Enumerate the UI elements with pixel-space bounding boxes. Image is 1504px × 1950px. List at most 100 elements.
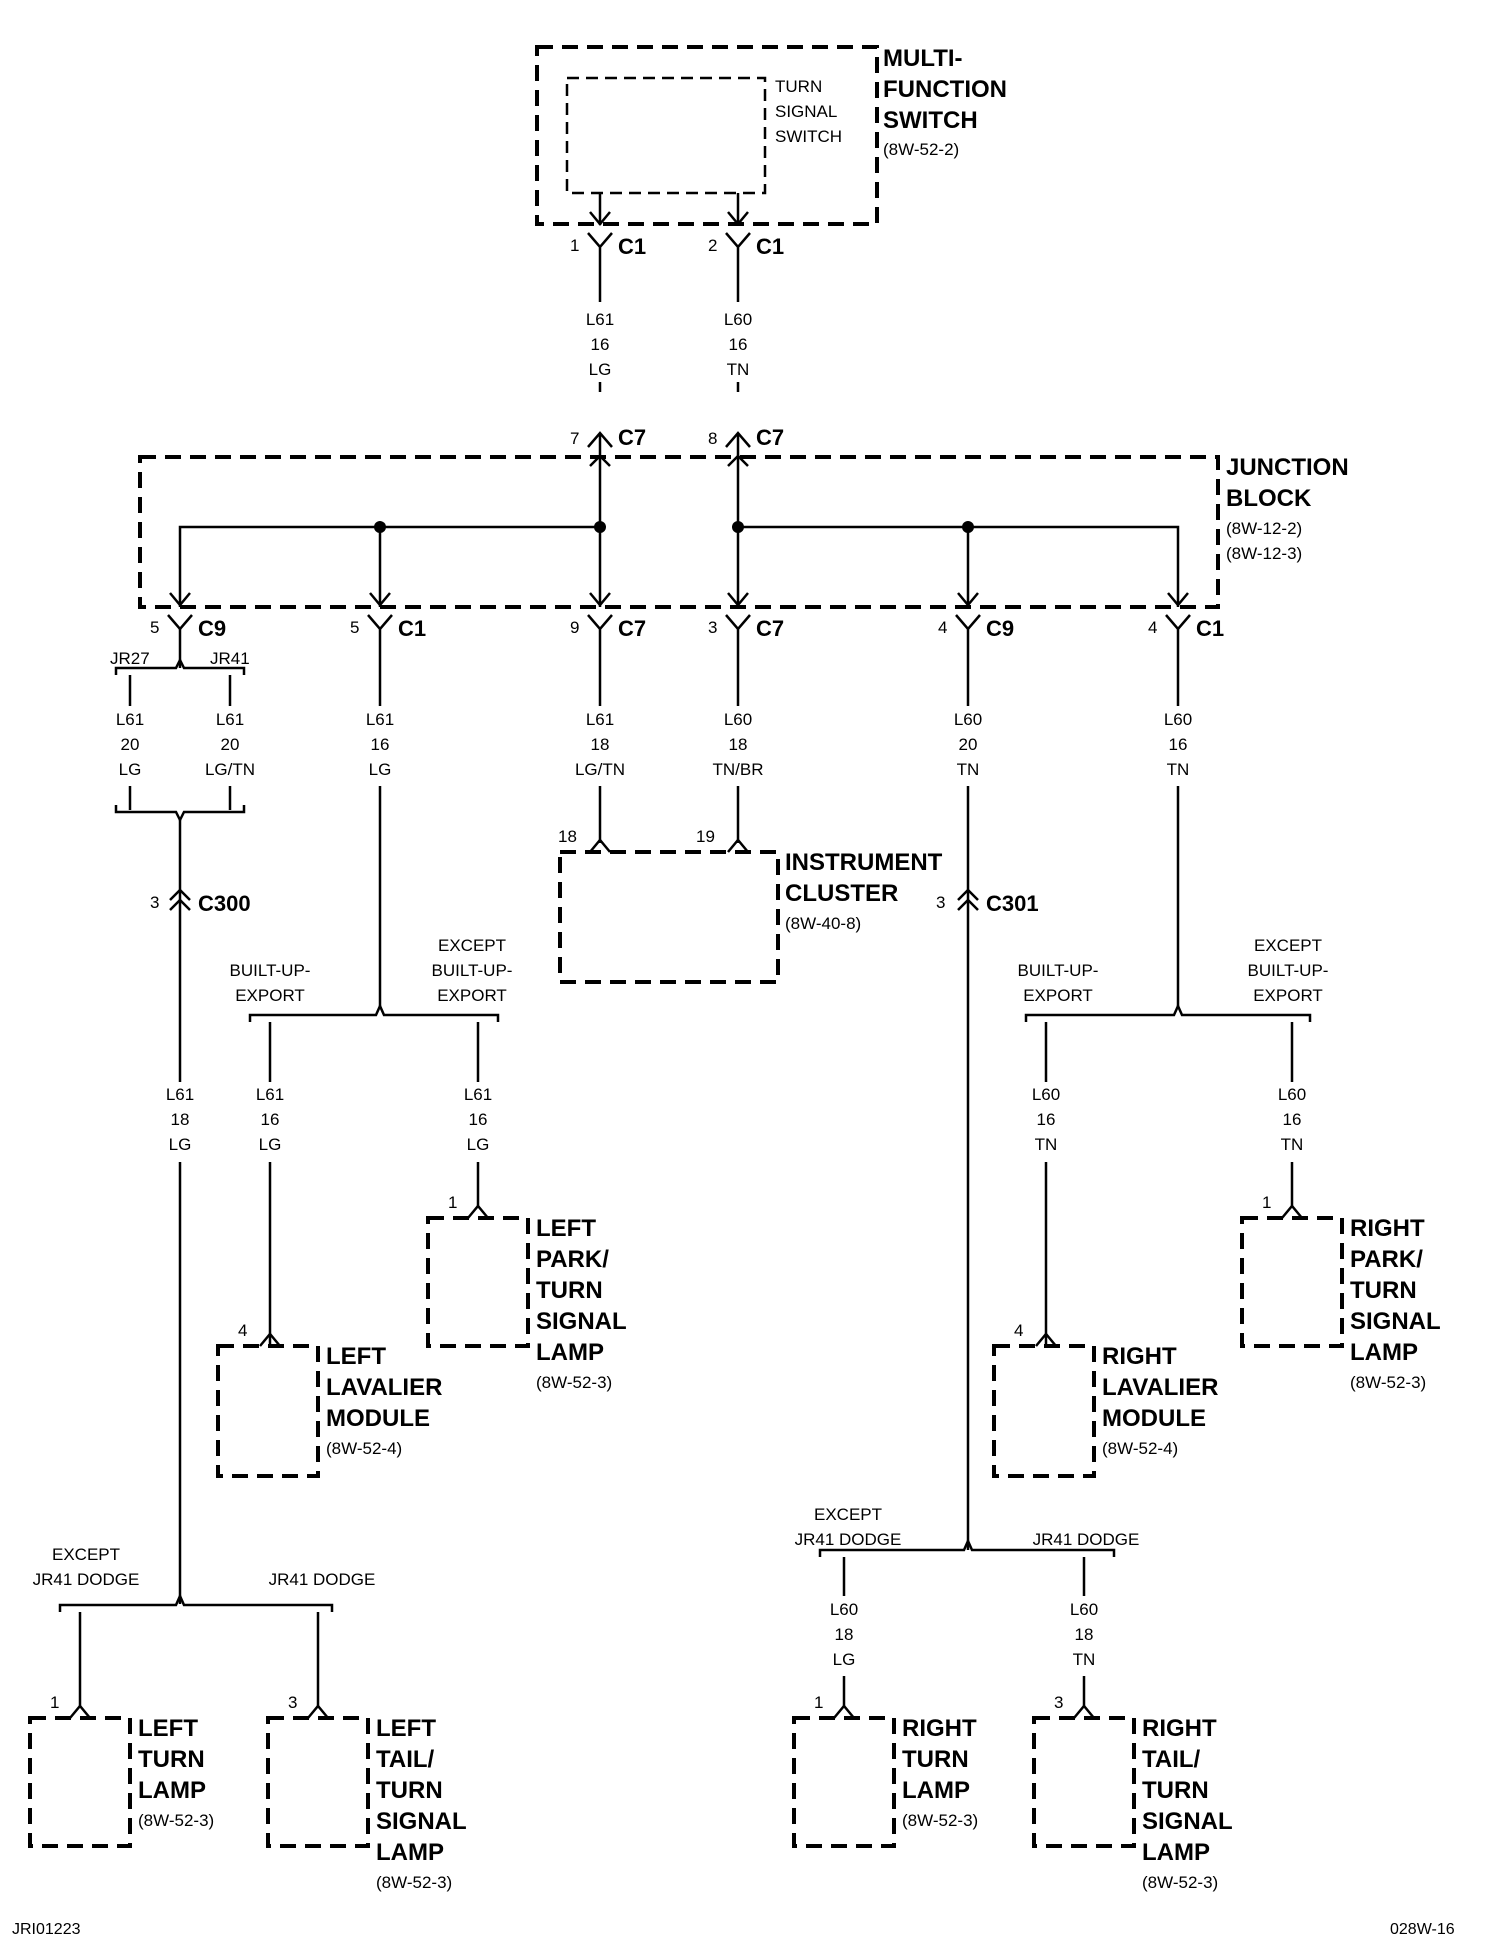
lpark-name-1: LEFT (536, 1215, 596, 1242)
tss-name-3: SWITCH (775, 127, 842, 146)
left-dodge-option: JR41 DODGE (269, 1570, 376, 1589)
wire-w10-gauge: 18 (171, 1110, 190, 1129)
jb-c1-pin5: 5 (350, 618, 359, 637)
wire-w14-color: TN (1281, 1135, 1304, 1154)
wire-w16-gauge: 18 (1075, 1625, 1094, 1644)
right-option-export-2: EXPORT (1023, 986, 1093, 1005)
ltail-name-5: LAMP (376, 1839, 444, 1866)
left-export-split (248, 1002, 500, 1346)
jb-c7-pin3: 3 (708, 618, 717, 637)
lturn-pin: 1 (50, 1693, 59, 1712)
wire-w4-gauge: 20 (221, 735, 240, 754)
wire-w14-circuit: L60 (1278, 1085, 1306, 1104)
wire-w3-circuit: L61 (116, 710, 144, 729)
wire-w7-color: TN/BR (713, 760, 764, 779)
c301-name: C301 (986, 891, 1039, 916)
rtail-pin: 3 (1054, 1693, 1063, 1712)
rlm-ref: (8W-52-4) (1102, 1439, 1178, 1458)
rtail-name-5: LAMP (1142, 1839, 1210, 1866)
right-park-turn-signal-lamp: RIGHT PARK/ TURN SIGNAL LAMP (8W-52-3) (1240, 1204, 1441, 1392)
lturn-ref: (8W-52-3) (138, 1811, 214, 1830)
left-option-export-1: BUILT-UP- (230, 961, 311, 980)
mfs-c1-name-2: C1 (756, 234, 784, 259)
lturn-name-1: LEFT (138, 1715, 198, 1742)
jb-c7-name-7: C7 (618, 425, 646, 450)
right-lavalier-module: RIGHT LAVALIER MODULE (8W-52-4) (992, 1332, 1218, 1478)
mfs-name-3: SWITCH (883, 107, 978, 134)
left-tail-turn-signal-lamp: LEFT TAIL/ TURN SIGNAL LAMP (8W-52-3) (266, 1704, 467, 1892)
wire-w11-gauge: 16 (261, 1110, 280, 1129)
jb-c9-pin5: 5 (150, 618, 159, 637)
jb-c9-pin4: 4 (938, 618, 947, 637)
mfs-name-2: FUNCTION (883, 76, 1007, 103)
rturn-name-2: TURN (902, 1746, 969, 1773)
page-ref: 028W-16 (1390, 1921, 1455, 1938)
lpark-ref: (8W-52-3) (536, 1373, 612, 1392)
jb-c7-name-9: C7 (618, 616, 646, 641)
mfs-c1-name-1: C1 (618, 234, 646, 259)
jb-ref-1: (8W-12-2) (1226, 519, 1302, 538)
left-option-except-2: BUILT-UP- (432, 961, 513, 980)
left-option-except-1: EXCEPT (438, 936, 506, 955)
jb-c1-name-4: C1 (1196, 616, 1224, 641)
wire-w5-gauge: 16 (371, 735, 390, 754)
rpark-name-3: TURN (1350, 1277, 1417, 1304)
jb-c1-pin4-connector (1165, 614, 1191, 1006)
wire-w9-gauge: 16 (1169, 735, 1188, 754)
wire-w8-circuit: L60 (954, 710, 982, 729)
rpark-name-4: SIGNAL (1350, 1308, 1441, 1335)
ltail-name-4: SIGNAL (376, 1808, 467, 1835)
rlm-pin: 4 (1014, 1321, 1023, 1340)
wire-w12-circuit: L61 (464, 1085, 492, 1104)
rturn-name-3: LAMP (902, 1777, 970, 1804)
jb-ref-2: (8W-12-3) (1226, 544, 1302, 563)
left-turn-lamp: LEFT TURN LAMP (8W-52-3) (28, 1704, 214, 1848)
right-dodge-option: JR41 DODGE (1033, 1530, 1140, 1549)
wire-w3-gauge: 20 (121, 735, 140, 754)
lpark-name-5: LAMP (536, 1339, 604, 1366)
wire-w16-circuit: L60 (1070, 1600, 1098, 1619)
jb-c9-name-5: C9 (198, 616, 226, 641)
wire-w9-color: TN (1167, 760, 1190, 779)
wire-w8-gauge: 20 (959, 735, 978, 754)
lpark-name-2: PARK/ (536, 1246, 609, 1273)
rlm-name-3: MODULE (1102, 1405, 1206, 1432)
option-jr41: JR41 (210, 649, 250, 668)
jb-c7-pin8: 8 (708, 429, 717, 448)
wire-w16-color: TN (1073, 1650, 1096, 1669)
rtail-name-3: TURN (1142, 1777, 1209, 1804)
wire-w7-gauge: 18 (729, 735, 748, 754)
rtail-name-1: RIGHT (1142, 1715, 1217, 1742)
c300-connector (169, 888, 191, 911)
wire-w5-color: LG (369, 760, 392, 779)
wire-w2-gauge: 16 (729, 335, 748, 354)
left-lavalier-module: LEFT LAVALIER MODULE (8W-52-4) (216, 1332, 442, 1478)
wire-w2-circuit: L60 (724, 310, 752, 329)
figure-id: JRI01223 (12, 1921, 81, 1938)
jb-c1-pin4: 4 (1148, 618, 1157, 637)
rtail-name-2: TAIL/ (1142, 1746, 1201, 1773)
ic-ref: (8W-40-8) (785, 914, 861, 933)
tss-name-1: TURN (775, 77, 822, 96)
wire-w15-color: LG (833, 1650, 856, 1669)
lpark-name-4: SIGNAL (536, 1308, 627, 1335)
rpark-name-2: PARK/ (1350, 1246, 1423, 1273)
right-option-export-1: BUILT-UP- (1018, 961, 1099, 980)
wire-w12-gauge: 16 (469, 1110, 488, 1129)
rpark-pin: 1 (1262, 1193, 1271, 1212)
wire-w1-gauge: 16 (591, 335, 610, 354)
option-jr27: JR27 (110, 649, 150, 668)
right-dodge-except-1: EXCEPT (814, 1505, 882, 1524)
ic-pin-19: 19 (696, 827, 715, 846)
jb-c7-pin7: 7 (570, 429, 579, 448)
rturn-pin: 1 (814, 1693, 823, 1712)
jb-name-2: BLOCK (1226, 485, 1312, 512)
rtail-name-4: SIGNAL (1142, 1808, 1233, 1835)
rpark-ref: (8W-52-3) (1350, 1373, 1426, 1392)
left-dodge-except-2: JR41 DODGE (33, 1570, 140, 1589)
right-tail-turn-signal-lamp: RIGHT TAIL/ TURN SIGNAL LAMP (8W-52-3) (1032, 1704, 1233, 1892)
multi-function-switch: MULTI- FUNCTION SWITCH (8W-52-2) TURN SI… (535, 45, 1007, 226)
right-dodge-except-2: JR41 DODGE (795, 1530, 902, 1549)
right-turn-lamp: RIGHT TURN LAMP (8W-52-3) (792, 1704, 978, 1848)
c301-connector (957, 888, 979, 911)
